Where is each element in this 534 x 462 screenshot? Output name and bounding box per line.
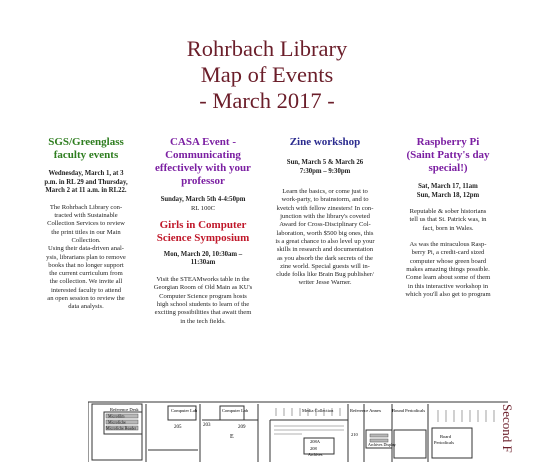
- event-date: Wednesday, March 1, at 3: [48, 170, 124, 177]
- map-label: Microfiche Reader: [106, 426, 137, 431]
- body-line: in this interactive workshop in: [407, 282, 489, 290]
- body-line: Learn the basics, or come just to: [282, 188, 368, 196]
- body-line: zine world. Special guests will in-: [280, 262, 370, 270]
- event-date: March 2 at 11 a.m. in RL22.: [45, 187, 127, 195]
- body-line: tracted with Sustainable: [54, 212, 118, 220]
- body-line: an open session to review the: [47, 295, 125, 303]
- map-label: 210: [351, 432, 359, 437]
- event-date: 11:30am: [190, 259, 216, 267]
- body-line: Collection.: [71, 236, 101, 244]
- event-body: Learn the basics, or come just to work-p…: [266, 188, 384, 288]
- body-line: kvetch with fellow zinesters! In con-: [276, 204, 374, 212]
- body-line: The Rohrbach Library con-: [49, 203, 123, 211]
- map-label: E: [230, 434, 234, 440]
- event-date: Mon, March 20, 10:30am –: [163, 250, 243, 258]
- body-line: high school students to learn of the: [156, 300, 250, 308]
- event-title: Communicating: [165, 149, 241, 161]
- event-title: professor: [181, 175, 225, 187]
- floor-side-title: Second F: [500, 404, 515, 453]
- event-column-casa: CASA Event - Communicating effectively w…: [148, 136, 258, 326]
- event-title: Science Symposium: [156, 231, 250, 244]
- map-label: Computer Lab: [222, 408, 249, 413]
- event-title: CASA Event -: [169, 136, 236, 148]
- event-title: Raspberry Pi: [416, 136, 480, 148]
- event-date: 7:30pm – 9:30pm: [299, 167, 351, 175]
- event-date: Sun, March 5 & March 26: [286, 159, 364, 166]
- body-line: is a great chance to also level up your: [275, 237, 375, 245]
- body-line: exciting possibilities that await them: [154, 309, 252, 317]
- event-date: Sat, March 17, 11am: [418, 183, 478, 190]
- map-label: Periodicals: [434, 440, 454, 445]
- page-title-line2: Map of Events: [200, 62, 334, 87]
- map-label: 208A: [310, 439, 321, 444]
- map-label: Board: [440, 434, 452, 439]
- event-title: special!): [428, 162, 468, 174]
- event-body: Visit the STEAMworks table in the Georgi…: [148, 276, 258, 326]
- event-title: SGS/Greenglass: [48, 136, 124, 148]
- floor-map: Reference Desk Microfilm Microfiche Micr…: [88, 390, 508, 462]
- map-label: 208: [310, 446, 318, 451]
- event-column-zine: Zine workshop Sun, March 5 & March 26 7:…: [266, 136, 384, 288]
- body-line: as you absorb the dark secrets of the: [277, 254, 373, 262]
- body-line: berry Pi, a credit-card sized: [411, 249, 485, 257]
- body-line: Visit the STEAMworks table in the: [156, 276, 250, 284]
- body-line: makes amazing things possible.: [406, 265, 490, 273]
- body-line: ysis, librarians plan to remove: [46, 253, 126, 261]
- body-line: skills in research and documentation: [276, 246, 374, 254]
- body-line: Collection Services to review: [47, 220, 125, 228]
- event-body: The Rohrbach Library con- tracted with S…: [34, 204, 138, 312]
- body-line: Award for Cross-Disciplinary Col-: [279, 221, 371, 229]
- map-label: Archives: [308, 452, 323, 457]
- body-line: the print titles in our Main: [51, 228, 121, 236]
- event-column-sgs: SGS/Greenglass faculty events Wednesday,…: [34, 136, 138, 312]
- body-line: junction with the library's coveted: [280, 213, 370, 221]
- event-date: Sun, March 18, 12pm: [416, 191, 480, 199]
- map-label: Media Collection: [302, 408, 334, 413]
- map-label: 203: [203, 423, 211, 428]
- body-line: data analysis.: [68, 303, 104, 311]
- page-title-line3: - March 2017 -: [199, 88, 335, 113]
- event-body: Reputable & sober historians tell us tha…: [392, 208, 504, 299]
- body-line: writer Jesse Warner.: [298, 279, 352, 287]
- body-line: the current curriculum from: [49, 270, 123, 278]
- body-line: Georgian Room of Old Main as KU's: [153, 284, 253, 292]
- event-column-raspberry-pi: Raspberry Pi (Saint Patty's day special!…: [392, 136, 504, 299]
- floor-map-drawing: Reference Desk Microfilm Microfiche Micr…: [88, 401, 508, 462]
- body-line: Reputable & sober historians: [409, 208, 487, 216]
- map-label: Bound Periodicals: [392, 408, 425, 413]
- event-title: Girls in Computer: [159, 218, 247, 231]
- event-title: effectively with your: [155, 162, 251, 174]
- body-line: in the tech fields.: [180, 317, 226, 325]
- event-date: p.m. in RL 29 and Thursday,: [44, 178, 128, 186]
- page-title-line1: Rohrbach Library: [186, 36, 348, 61]
- body-line: work-party, to brainstorm, and to: [281, 196, 369, 204]
- map-label: Archives Display: [368, 442, 396, 447]
- event-location: RL 100C: [190, 204, 216, 212]
- body-line: Using their data-driven anal-: [48, 245, 124, 253]
- body-line: clude folks like Brain Bug publisher/: [276, 271, 374, 279]
- body-line: which you'll also get to program: [405, 290, 491, 298]
- body-line: Come learn about some of them: [405, 274, 491, 282]
- body-line: laboration, worth $500 big ones, this: [276, 229, 374, 237]
- body-line: Computer Science program hosts: [159, 292, 247, 300]
- body-line: books that no longer support: [48, 261, 124, 269]
- body-line: tell us that St. Patrick was, in: [409, 216, 487, 224]
- body-line: fact, born in Wales.: [422, 224, 474, 232]
- event-title: (Saint Patty's day: [406, 149, 490, 161]
- map-label: Computer Lab: [171, 408, 198, 413]
- body-line: computer whose green board: [409, 257, 487, 265]
- map-label: Microfilm: [108, 414, 125, 419]
- map-label: 205: [174, 425, 182, 430]
- map-label: Reference Desk: [110, 407, 139, 412]
- event-title: faculty events: [53, 149, 119, 161]
- body-line: interested faculty to attend: [50, 286, 122, 294]
- event-date: Sunday, March 5th 4-4:50pm: [160, 196, 246, 203]
- body-line: the collection. We invite all: [49, 278, 123, 286]
- event-title: Zine workshop: [289, 136, 361, 148]
- map-label: Reference Annex: [350, 408, 382, 413]
- map-label: Microfiche: [108, 420, 126, 425]
- body-line: As was the miraculous Rasp-: [409, 241, 487, 249]
- map-label: 209: [238, 425, 246, 430]
